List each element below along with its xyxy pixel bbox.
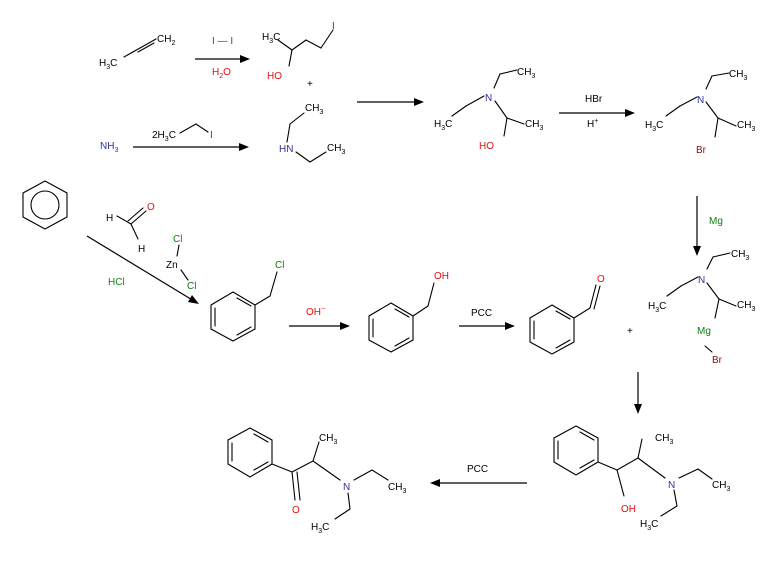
aminoalcohol-ho-label: HO	[479, 141, 494, 152]
diethylamine-molecule: CH3 HN CH3	[279, 103, 345, 163]
aminoalcohol-h3c-label: H3C	[434, 119, 452, 132]
benzyl-alcohol-oh-label: OH	[434, 271, 449, 282]
arrow-grignard-addition	[634, 372, 642, 414]
phenyl-aminoalcohol-ch3-right-label: CH3	[712, 480, 730, 493]
iodohydrin-ho-label: HO	[267, 71, 282, 82]
iodohydrin-i-label: I	[332, 21, 335, 32]
arrow-iodination: I — I H2O	[195, 36, 250, 80]
phenyl-aminoalcohol-ch3-top-label: CH3	[655, 433, 673, 446]
grignard-br-label: Br	[712, 355, 723, 366]
hplus-reagent-label: H+	[587, 118, 598, 130]
pcc-reagent-1-label: PCC	[471, 308, 492, 319]
hbr-reagent-label: HBr	[585, 94, 603, 105]
arrow-oxidation-1: PCC	[459, 308, 515, 330]
grignard-ch3-right-label: CH3	[737, 300, 755, 313]
ethyl-iodide-i-label: I	[210, 130, 213, 141]
propene-molecule: H3C CH2	[99, 34, 175, 71]
iodohydrin-h3c-label: H3C	[262, 32, 280, 45]
benzaldehyde-o-label: O	[597, 274, 605, 285]
plus-sign-1: +	[307, 79, 313, 90]
diethylamine-hn-label: HN	[279, 144, 293, 155]
zncl2-zn-label: Zn	[166, 260, 178, 271]
aminobromide-br-label: Br	[696, 145, 707, 156]
hcl-reagent-label: HCl	[108, 277, 125, 288]
aminoalcohol-molecule: N CH3 H3C CH3 HO	[434, 67, 543, 152]
aminoalcohol-n-label: N	[485, 93, 492, 104]
grignard-h3c-label: H3C	[648, 301, 666, 314]
phenyl-aminoalcohol-molecule: CH3 N CH3 OH H3C	[553, 425, 730, 532]
formaldehyde-o-label: O	[147, 202, 155, 213]
aminobromide-n-label: N	[697, 95, 704, 106]
hydroxide-reagent-label: OH−	[306, 306, 325, 318]
aminoketone-h3c-label: H3C	[311, 522, 329, 535]
arrow-hydrolysis: OH−	[289, 306, 350, 330]
grignard-mg-label: Mg	[697, 326, 711, 337]
grignard-ch3-top-label: CH3	[731, 249, 749, 262]
aminoketone-ch3-top-label: CH3	[319, 433, 337, 446]
arrow-alkylation: 2H3C I	[133, 123, 249, 151]
propene-h3c-label: H3C	[99, 58, 117, 71]
aminobromide-ch3-right-label: CH3	[737, 120, 755, 133]
zncl2-cl-top-label: Cl	[173, 234, 182, 245]
aminoketone-molecule: CH3 N CH3 O H3C	[227, 427, 406, 535]
benzaldehyde-molecule: O	[529, 274, 605, 355]
arrow-chloromethylation	[86, 235, 199, 304]
aminoalcohol-ch3-top-label: CH3	[517, 67, 535, 80]
diethylamine-ch3-top-label: CH3	[305, 103, 323, 116]
phenyl-aminoalcohol-oh-label: OH	[621, 504, 636, 515]
aminoketone-o-label: O	[292, 505, 300, 516]
water-reagent-label: H2O	[212, 67, 231, 80]
zinc-chloride-reagent: Cl Zn Cl	[166, 234, 196, 292]
mg-reagent-label: Mg	[709, 216, 723, 227]
aminoketone-ch3-right-label: CH3	[388, 482, 406, 495]
arrow-grignard-formation: Mg	[693, 196, 723, 256]
ammonia-label: NH3	[100, 141, 118, 154]
aminoalcohol-ch3-right-label: CH3	[525, 119, 543, 132]
aminobromide-ch3-top-label: CH3	[729, 69, 747, 82]
grignard-n-label: N	[698, 275, 705, 286]
arrow-oxidation-2: PCC	[430, 464, 527, 487]
benzyl-chloride-molecule: Cl	[210, 260, 284, 342]
benzene-molecule	[22, 180, 68, 230]
aminoketone-n-label: N	[343, 482, 350, 493]
iodine-reagent-label: I — I	[212, 36, 233, 47]
formaldehyde-h-bottom-label: H	[138, 244, 145, 255]
benzyl-chloride-cl-label: Cl	[275, 260, 284, 271]
arrow-combine	[357, 98, 424, 106]
grignard-reagent-molecule: N CH3 H3C CH3 Mg Br	[648, 249, 755, 366]
phenyl-aminoalcohol-h3c-label: H3C	[640, 519, 658, 532]
benzyl-alcohol-molecule: OH	[368, 271, 449, 353]
formaldehyde-h-left-label: H	[106, 213, 113, 224]
iodohydrin-molecule: H3C HO I	[262, 21, 335, 82]
pcc-reagent-2-label: PCC	[467, 464, 488, 475]
plus-sign-2: +	[627, 326, 633, 337]
arrow-hbr: HBr H+	[559, 94, 635, 130]
phenyl-aminoalcohol-n-label: N	[668, 480, 675, 491]
ethyl-iodide-reagent-label: 2H3C	[152, 130, 176, 143]
propene-ch2-label: CH2	[157, 34, 175, 47]
aminobromide-h3c-label: H3C	[645, 120, 663, 133]
diethylamine-ch3-right-label: CH3	[327, 143, 345, 156]
zncl2-cl-bottom-label: Cl	[187, 281, 196, 292]
aminobromide-molecule: N CH3 H3C CH3 Br	[645, 69, 755, 156]
formaldehyde-reagent: H O H	[106, 202, 155, 255]
